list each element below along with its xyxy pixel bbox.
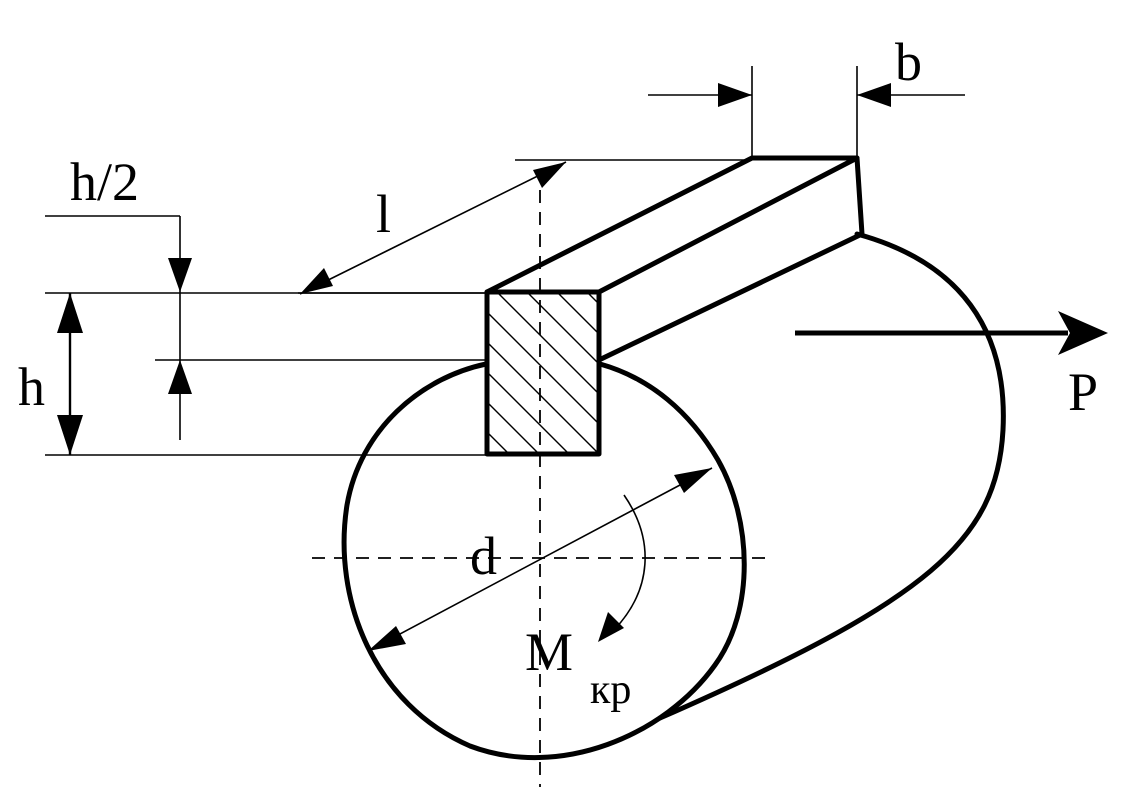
- dimension-d-arrow-bottom: [368, 626, 406, 651]
- key-side-face: [596, 155, 865, 363]
- key-top-face: [484, 155, 860, 295]
- force-p-arrowhead: [1058, 311, 1108, 355]
- dimension-h-half: h/2: [45, 152, 487, 440]
- dimension-d-arrow-top: [674, 468, 712, 493]
- dimension-l-arrow-bottom: [300, 268, 333, 294]
- label-p: P: [1068, 362, 1098, 422]
- dimension-b-arrow-left: [718, 83, 752, 107]
- shaft-front-circle: [341, 361, 747, 761]
- key-hatching: [487, 292, 599, 454]
- dimension-h-half-arrow-up: [168, 360, 192, 394]
- dimension-b-arrow-right: [857, 83, 891, 107]
- dimension-b: b: [648, 32, 965, 158]
- torque: M кр: [525, 494, 646, 713]
- dimension-h-half-arrow-down: [168, 258, 192, 292]
- torque-arc: [613, 494, 646, 631]
- label-b: b: [895, 32, 922, 92]
- key-cross-section: [484, 289, 602, 457]
- dimension-h-arrow-top: [57, 293, 83, 333]
- dimension-h-arrow-bottom: [57, 415, 83, 455]
- force-p: P: [795, 311, 1108, 422]
- label-kr: кр: [590, 667, 631, 713]
- shaft-body-outline: [657, 231, 1006, 721]
- label-h-half: h/2: [70, 152, 139, 212]
- dimension-l-arrow-top: [533, 162, 566, 188]
- label-h: h: [18, 357, 45, 417]
- label-m: M: [525, 622, 573, 682]
- label-d: d: [470, 526, 497, 586]
- dimension-d: d: [367, 467, 713, 652]
- torque-arrowhead: [598, 612, 624, 642]
- key: [484, 155, 865, 457]
- dimension-h: h: [18, 292, 487, 456]
- shaft: [341, 231, 1006, 761]
- label-l: l: [376, 184, 391, 244]
